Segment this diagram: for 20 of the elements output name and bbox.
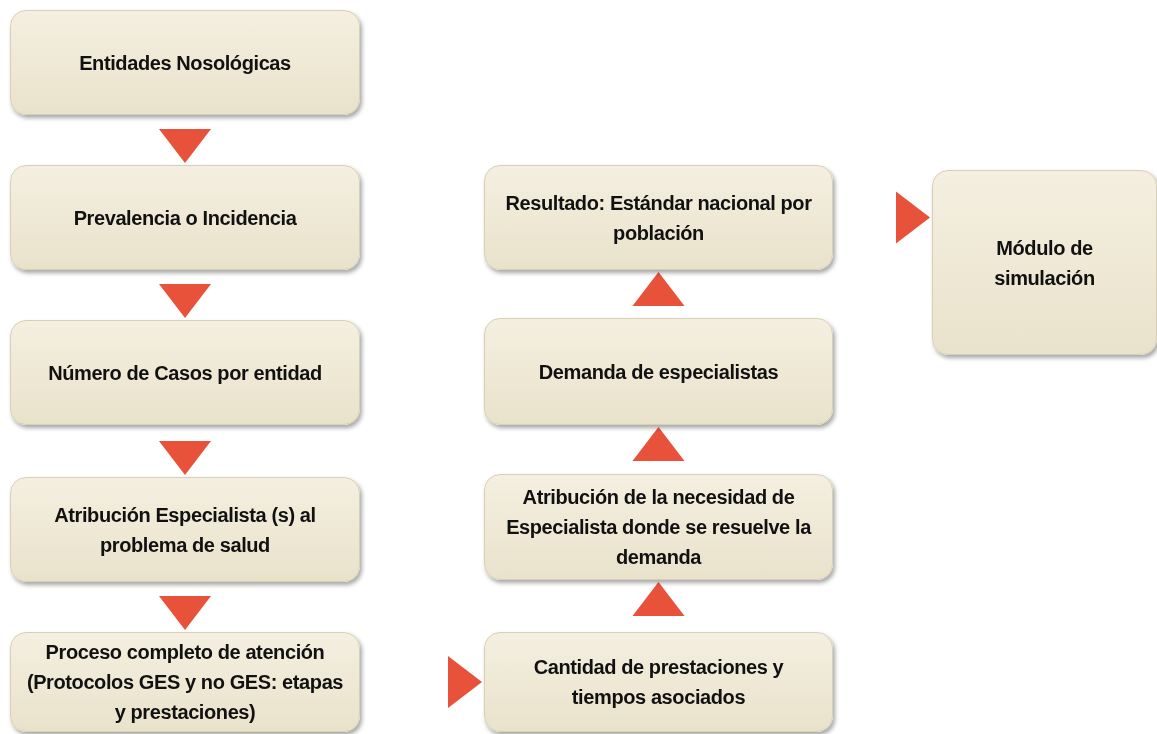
process-box [10, 477, 360, 582]
process-box [10, 632, 360, 732]
process-box [932, 170, 1157, 355]
box-label: Módulo de simulación [993, 235, 1096, 291]
box-label: Cantidad de prestaciones y tiempos asociados [532, 655, 785, 710]
process-box [10, 10, 360, 115]
box-label: Resultado: Estándar nacional por población [504, 190, 813, 246]
box-label: Demanda de especialistas [538, 359, 779, 385]
box-label: Prevalencia o Incidencia [73, 205, 297, 231]
process-box [484, 165, 833, 270]
process-box [10, 320, 360, 425]
process-box [484, 318, 833, 425]
box-label: Número de Casos por entidad [48, 360, 322, 386]
box-label: Entidades Nosológicas [79, 50, 291, 76]
box-label: Atribución Especialista (s) al problema de salud [53, 502, 317, 558]
box-label: Proceso completo de atención (Protocolos GES y no GES: etapas y prestaciones) [25, 640, 345, 725]
box-label: Atribución de la necesidad de Especialista donde se resuelve la demanda [505, 485, 813, 570]
process-box [10, 165, 360, 270]
process-box [484, 474, 833, 580]
process-box [484, 632, 833, 732]
